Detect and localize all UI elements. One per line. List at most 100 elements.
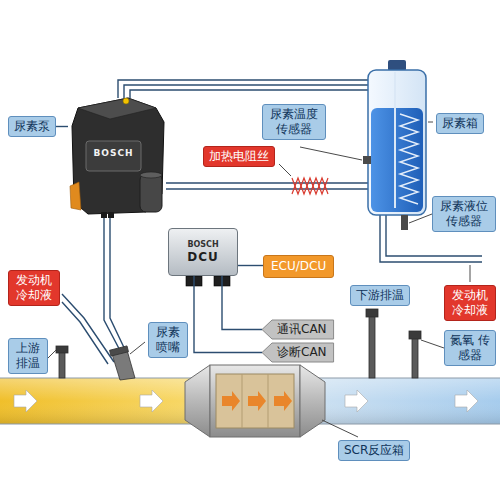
coolant-pipe [62,302,108,364]
label-text: BOSCH [187,240,218,250]
scr-catalyst [222,391,240,411]
callout-box: 尿素温度 传感器 [262,104,326,140]
callout-box: SCR反应箱 [338,440,410,461]
label-text: 通讯CAN [277,322,327,337]
urea-tank [394,72,396,208]
warning-callout: 加热电阻丝 [203,146,275,167]
callout-box: 尿素箱 [436,113,484,134]
urea-tank [368,70,426,215]
bus-arrow-outline [262,320,334,339]
scr-catalyst [185,365,325,437]
scr-catalyst [216,374,294,428]
urea-pipe [130,90,368,98]
warning-callout: 发动机 冷却液 [444,285,496,321]
control-unit: BOSCHDCU [168,228,238,276]
label-text: 加热电阻丝 [209,149,269,164]
label-text: ECU/DCU [271,259,326,274]
exhaust-sensor [369,316,375,378]
label-text: DCU [187,250,219,265]
scr-catalyst [268,374,269,428]
label-text: 下游排温 [356,288,404,303]
connector-line [56,126,68,127]
exhaust-sensor [412,338,418,378]
label-text: 尿素泵 [14,119,50,134]
leader-line [130,342,145,354]
connector-line [238,265,263,266]
scr-catalyst [185,365,210,437]
urea-pipe [166,188,368,189]
urea-pipe [118,80,368,98]
nozzle [110,346,129,356]
urea-pipe [124,85,368,98]
exhaust-sensor [59,352,65,378]
bus-arrow: 诊断CAN [262,343,334,362]
callout-box: 尿素泵 [8,116,56,137]
leader-line [300,147,362,160]
flow-arrow [14,390,37,412]
leader-line [421,340,444,348]
label-text: 上游 排温 [14,341,42,371]
nozzle [110,346,135,380]
ecu-connector [186,276,230,286]
callout-box: 上游 排温 [8,338,48,374]
scr-catalyst [242,374,243,428]
flow-arrow [140,390,163,412]
pump-part [108,212,114,218]
pump-part [140,174,162,212]
controller-callout: ECU/DCU [263,255,334,278]
callout-box: 氮氧 传感器 [444,330,496,366]
leader-line [48,122,470,437]
scr-catalyst [248,391,266,411]
leader-line [48,350,56,358]
callout-box: 下游排温 [350,285,410,306]
callout-box: 尿素 喷嘴 [148,322,188,358]
coolant-pipe [62,215,482,364]
scr-catalyst [300,365,325,437]
leader-line [428,122,433,123]
leader-line [279,164,291,176]
leader-line [322,420,358,437]
pump-part [70,182,81,210]
heating-wire [292,178,328,194]
connector-line [194,276,262,353]
coolant-pipe [62,294,114,362]
bus-arrow: 通讯CAN [262,320,334,339]
urea-pump: BOSCH [68,86,168,226]
pump-part [101,212,107,218]
bus-arrow-outline [262,343,334,362]
label-text: 尿素液位 传感器 [438,199,490,229]
urea-tank [363,156,371,164]
scr-catalyst [210,365,300,437]
urea-tank [400,114,418,204]
urea-pipe [104,216,124,358]
scr-catalyst [274,391,292,411]
urea-tank [401,215,408,230]
urea-tank [371,108,423,212]
flow-arrow [345,390,368,412]
pump-part [123,98,129,104]
label-text: SCR反应箱 [344,443,404,458]
heating-wire [292,178,328,194]
callout-box: 尿素液位 传感器 [432,196,496,232]
pump-part [72,98,164,214]
pump-part [78,98,156,119]
label-text: 氮氧 传感器 [450,333,490,363]
heating-wire [292,178,328,194]
exhaust-sensor [56,346,68,353]
leader-line [470,265,471,282]
label-text: 发动机 冷却液 [14,273,54,303]
label-text: 尿素 喷嘴 [154,325,182,355]
label-text: 尿素箱 [442,116,478,131]
label-text: 尿素温度 传感器 [268,107,320,137]
pump-part [140,172,162,178]
urea-tank [363,60,426,230]
label-text: 诊断CAN [277,345,327,360]
connector-line [222,276,262,330]
exhaust-sensor [366,309,378,317]
label-text: 发动机 冷却液 [450,288,490,318]
warning-callout: 发动机 冷却液 [8,270,60,306]
flow-arrow [455,390,478,412]
